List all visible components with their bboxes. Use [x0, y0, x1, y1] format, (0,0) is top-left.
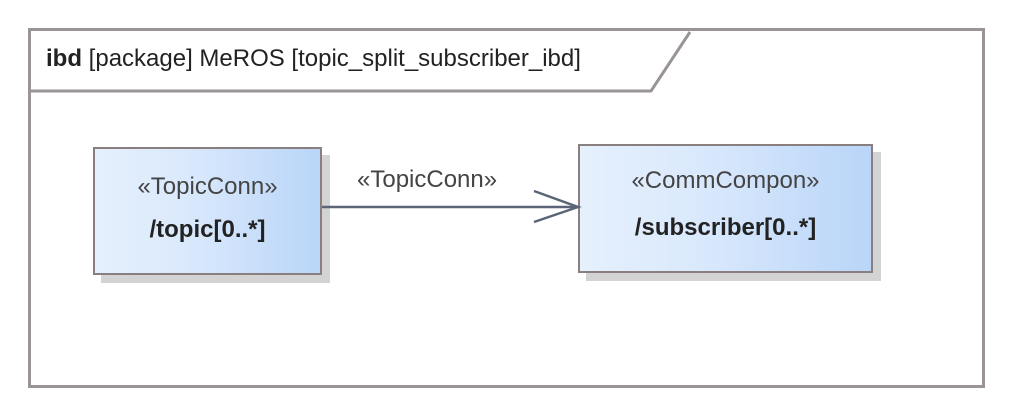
arrowhead-icon	[533, 189, 582, 224]
block-subscriber-name: /subscriber[0..*]	[634, 214, 817, 241]
frame-tab-outline	[31, 31, 692, 93]
frame-kind: ibd	[46, 45, 82, 72]
block-topic[interactable]: «TopicConn» /topic[0..*]	[93, 147, 322, 275]
connector-stereotype: «TopicConn»	[357, 166, 498, 193]
frame-title: ibd [package] MeROS [topic_split_subscri…	[46, 45, 581, 73]
block-topic-name: /topic[0..*]	[149, 216, 266, 243]
frame-header-tab: ibd [package] MeROS [topic_split_subscri…	[31, 31, 693, 93]
frame-name: [package] MeROS [topic_split_subscriber_…	[88, 45, 581, 72]
block-subscriber-stereotype: «CommCompon»	[631, 167, 820, 194]
block-topic-stereotype: «TopicConn»	[137, 173, 278, 200]
block-subscriber[interactable]: «CommCompon» /subscriber[0..*]	[578, 144, 873, 273]
